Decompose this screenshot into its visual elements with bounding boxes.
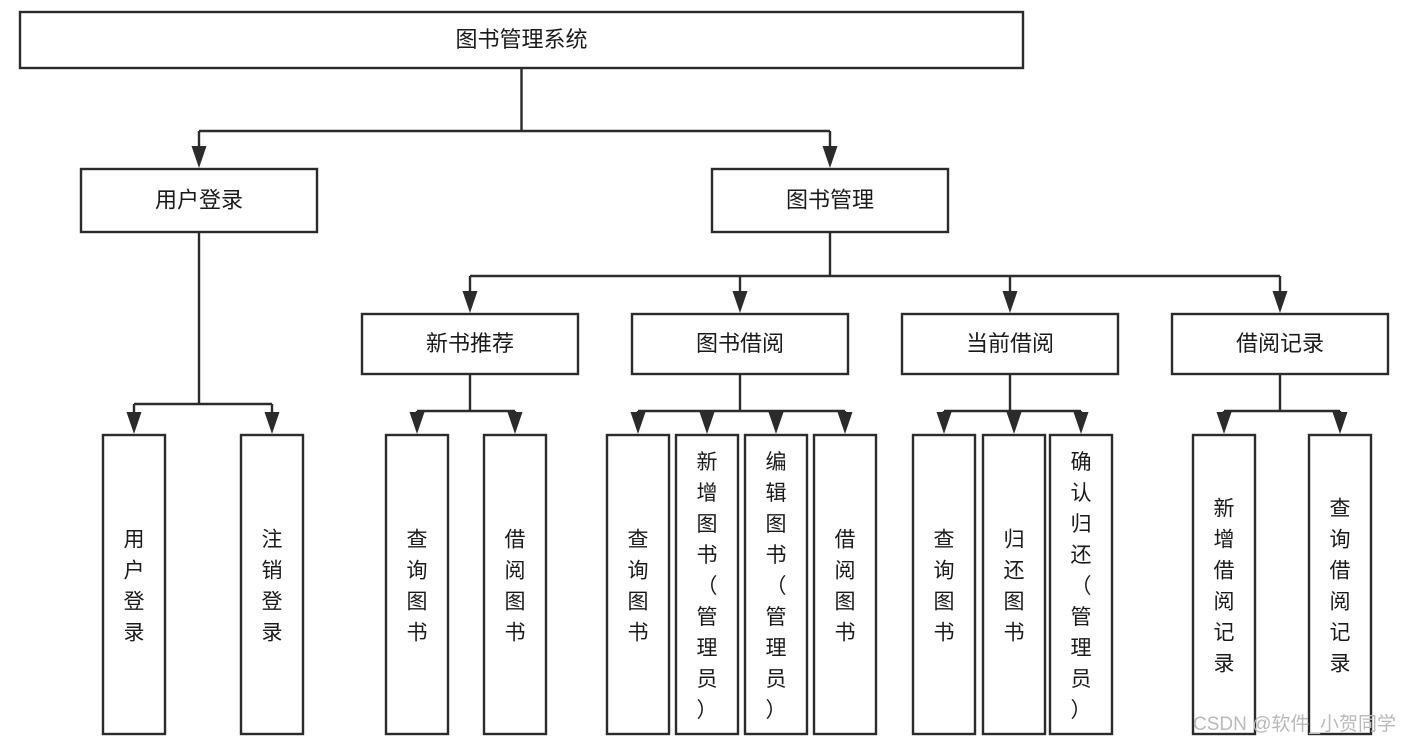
- connector-arrowhead: [1006, 412, 1022, 434]
- node-leaf-add-borrow-record[interactable]: 新增借阅记录: [1191, 433, 1257, 736]
- node-box-leaf-borrow-book-recommend[interactable]: [482, 433, 548, 736]
- node-box-leaf-add-book-admin[interactable]: [674, 433, 740, 736]
- connector-arrowhead: [1272, 291, 1288, 313]
- node-label-book-borrow: 图书借阅: [696, 331, 784, 356]
- node-label-leaf-return-book: 归还图书: [1004, 529, 1025, 645]
- connector-arrowhead: [409, 412, 425, 434]
- node-leaf-query-book-recommend[interactable]: 查询图书: [384, 433, 450, 736]
- node-leaf-logout-login[interactable]: 注销登录: [239, 433, 305, 736]
- node-leaf-borrow-book[interactable]: 借阅图书: [812, 433, 878, 736]
- connector-arrowhead: [936, 412, 952, 434]
- node-box-leaf-logout-login[interactable]: [239, 433, 305, 736]
- connector-arrowhead: [630, 412, 646, 434]
- node-label-book-management: 图书管理: [786, 187, 874, 212]
- node-leaf-return-book[interactable]: 归还图书: [981, 433, 1047, 736]
- node-label-leaf-borrow-book-recommend: 借阅图书: [505, 529, 526, 645]
- node-box-leaf-confirm-return-admin[interactable]: [1048, 433, 1114, 736]
- node-label-leaf-borrow-book: 借阅图书: [835, 529, 856, 645]
- node-book-management[interactable]: 图书管理: [710, 167, 950, 234]
- node-box-book-borrow[interactable]: [630, 312, 850, 376]
- connector-arrowhead: [822, 146, 838, 168]
- connector-arrowhead: [191, 146, 207, 168]
- connector-arrowhead: [1332, 412, 1348, 434]
- node-label-user-login: 用户登录: [155, 187, 243, 212]
- node-box-borrow-record[interactable]: [1170, 312, 1390, 376]
- node-leaf-edit-book-admin[interactable]: 编辑图书（管理员）: [743, 433, 809, 736]
- node-user-login[interactable]: 用户登录: [79, 167, 319, 234]
- connector-arrowhead: [1216, 412, 1232, 434]
- connector-arrowhead: [1073, 412, 1089, 434]
- node-box-book-management[interactable]: [710, 167, 950, 234]
- connectors-layer: [126, 68, 1348, 434]
- node-label-leaf-user-login: 用户登录: [124, 529, 145, 645]
- node-box-new-book-recommend[interactable]: [360, 312, 580, 376]
- node-box-leaf-query-book-recommend[interactable]: [384, 433, 450, 736]
- node-current-borrow[interactable]: 当前借阅: [900, 312, 1120, 376]
- node-leaf-borrow-book-recommend[interactable]: 借阅图书: [482, 433, 548, 736]
- node-leaf-user-login[interactable]: 用户登录: [101, 433, 167, 736]
- node-label-leaf-confirm-return-admin: 确认归还（管理员）: [1071, 451, 1092, 722]
- connector-arrowhead: [699, 412, 715, 434]
- node-box-leaf-query-borrow-record[interactable]: [1307, 433, 1373, 736]
- node-borrow-record[interactable]: 借阅记录: [1170, 312, 1390, 376]
- node-label-new-book-recommend: 新书推荐: [426, 331, 514, 356]
- csdn-watermark: CSDN @软件_小贺同学: [1193, 713, 1396, 735]
- node-box-leaf-return-book[interactable]: [981, 433, 1047, 736]
- node-box-root[interactable]: [18, 10, 1025, 70]
- node-box-user-login[interactable]: [79, 167, 319, 234]
- node-label-leaf-query-book-current: 查询图书: [934, 529, 955, 645]
- node-box-leaf-query-book-borrow[interactable]: [605, 433, 671, 736]
- node-box-leaf-query-book-current[interactable]: [911, 433, 977, 736]
- node-label-leaf-edit-book-admin: 编辑图书（管理员）: [766, 451, 787, 722]
- nodes-layer: 图书管理系统用户登录图书管理新书推荐图书借阅当前借阅借阅记录用户登录注销登录查询…: [18, 10, 1390, 736]
- connector-arrowhead: [1002, 291, 1018, 313]
- node-label-leaf-query-book-recommend: 查询图书: [407, 529, 428, 645]
- connector-arrowhead: [837, 412, 853, 434]
- node-leaf-query-book-current[interactable]: 查询图书: [911, 433, 977, 736]
- node-leaf-query-borrow-record[interactable]: 查询借阅记录: [1307, 433, 1373, 736]
- node-leaf-add-book-admin[interactable]: 新增图书（管理员）: [674, 433, 740, 736]
- node-label-leaf-query-borrow-record: 查询借阅记录: [1330, 498, 1351, 676]
- connector-arrowhead: [126, 412, 142, 434]
- node-box-leaf-borrow-book[interactable]: [812, 433, 878, 736]
- node-label-borrow-record: 借阅记录: [1236, 331, 1324, 356]
- node-label-root: 图书管理系统: [455, 27, 587, 52]
- node-leaf-confirm-return-admin[interactable]: 确认归还（管理员）: [1048, 433, 1114, 736]
- node-box-leaf-add-borrow-record[interactable]: [1191, 433, 1257, 736]
- connector-arrowhead: [264, 412, 280, 434]
- connector-arrowhead: [732, 291, 748, 313]
- node-label-current-borrow: 当前借阅: [966, 331, 1054, 356]
- node-label-leaf-add-book-admin: 新增图书（管理员）: [697, 451, 718, 722]
- node-box-leaf-user-login[interactable]: [101, 433, 167, 736]
- connector-arrowhead: [768, 412, 784, 434]
- connector-arrowhead: [507, 412, 523, 434]
- node-root[interactable]: 图书管理系统: [18, 10, 1025, 70]
- node-label-leaf-query-book-borrow: 查询图书: [628, 529, 649, 645]
- node-book-borrow[interactable]: 图书借阅: [630, 312, 850, 376]
- node-label-leaf-add-borrow-record: 新增借阅记录: [1214, 498, 1235, 676]
- connector-arrowhead: [462, 291, 478, 313]
- node-box-leaf-edit-book-admin[interactable]: [743, 433, 809, 736]
- node-leaf-query-book-borrow[interactable]: 查询图书: [605, 433, 671, 736]
- node-box-current-borrow[interactable]: [900, 312, 1120, 376]
- node-label-leaf-logout-login: 注销登录: [262, 529, 283, 645]
- node-new-book-recommend[interactable]: 新书推荐: [360, 312, 580, 376]
